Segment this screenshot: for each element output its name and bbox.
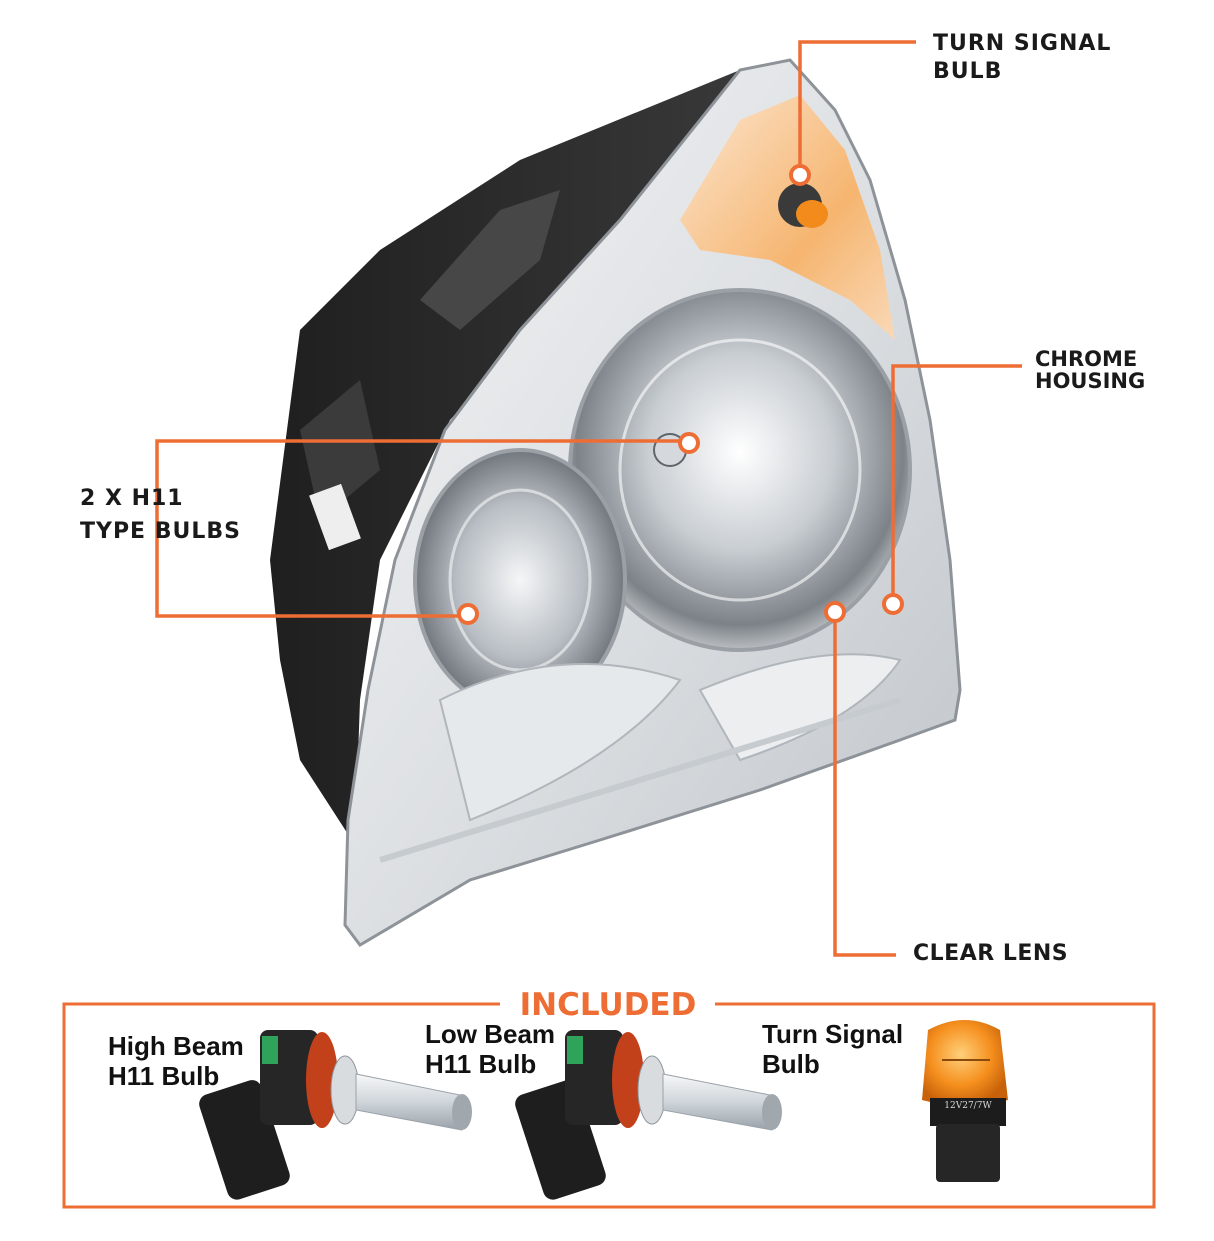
h11-bulb-icon [515,1030,782,1200]
rear-housing [270,70,770,845]
callout-markers [457,164,904,625]
turn-signal-bulb-label: Turn Signal Bulb [762,1019,904,1079]
callout-lines [155,40,1022,957]
low-beam-bulb-label: Low Beam H11 Bulb [425,1019,556,1079]
chrome-housing-callout-label: CHROME HOUSING [1035,347,1146,393]
amber-turn-signal-bulb-icon [922,1020,1008,1182]
clear-lens-callout-label: CLEAR LENS [913,941,1069,966]
h11-bulbs-callout-label: 2 X H11 TYPE BULBS [80,486,242,544]
high-beam-bulb-label: High Beam H11 Bulb [108,1031,244,1091]
product-label-sticker [309,483,361,551]
included-frame [62,1002,1156,1209]
turn-signal-callout-label: TURN SIGNAL BULB [933,31,1112,84]
included-title: INCLUDED [508,985,708,1025]
h11-bulb-icon [199,1030,472,1200]
bulb-marking-text: 12V27/7W [944,1101,992,1111]
